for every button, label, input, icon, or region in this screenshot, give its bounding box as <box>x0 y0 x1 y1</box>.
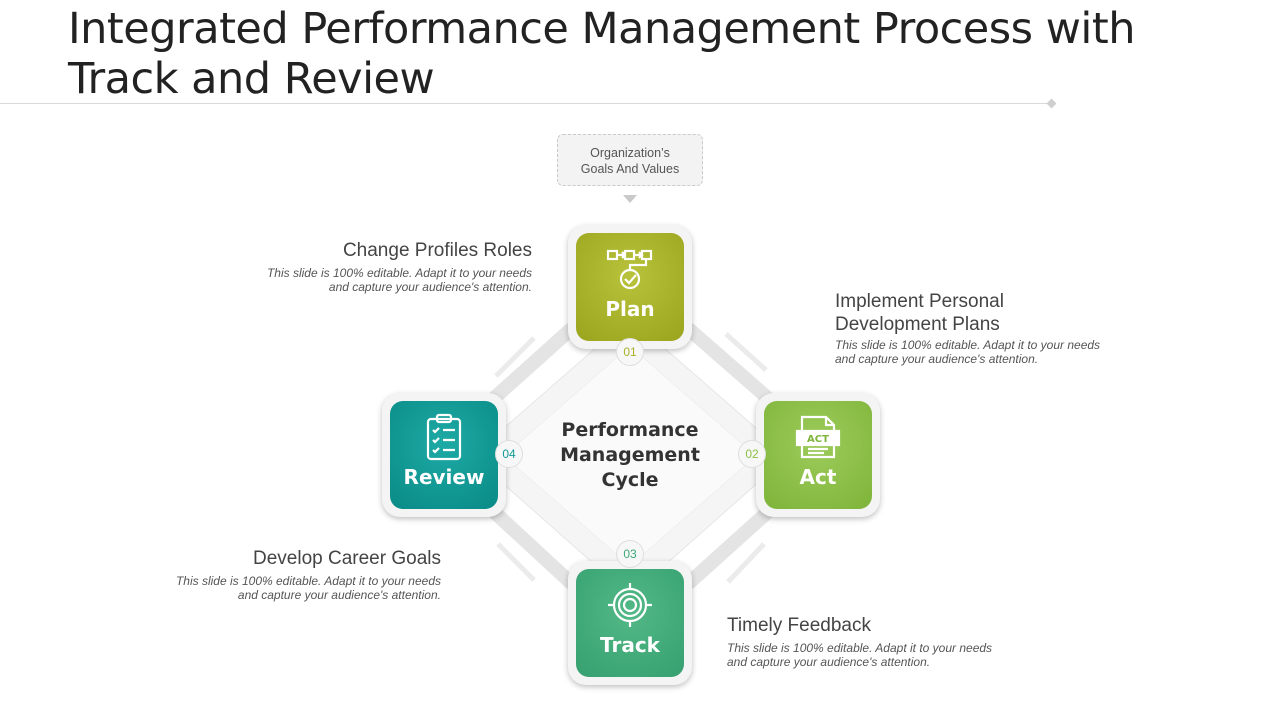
step-number-04: 04 <box>495 440 523 468</box>
text-implement-plans-title-line-1: Implement Personal <box>835 291 1004 312</box>
step-track-label: Track <box>600 633 660 657</box>
target-icon <box>608 583 652 627</box>
text-career-goals-title: Develop Career Goals <box>253 548 441 569</box>
text-career-goals-body: This slide is 100% editable. Adapt it to… <box>141 574 441 602</box>
step-plan: Plan <box>568 225 692 349</box>
step-plan-tile: Plan <box>576 233 684 341</box>
text-implement-plans-body-line-1: This slide is 100% editable. Adapt it to… <box>835 338 1101 352</box>
connector-review-plan <box>485 323 577 407</box>
clipboard-checklist-icon <box>426 413 462 461</box>
text-timely-feedback-title: Timely Feedback <box>727 615 871 636</box>
callout-pointer <box>623 195 637 203</box>
step-number-01: 01 <box>616 338 644 366</box>
arrow-hint-bottom-left <box>496 542 536 582</box>
cycle-center-label: Performance Management Cycle <box>548 418 712 493</box>
text-change-profiles-title: Change Profiles Roles <box>342 240 532 261</box>
text-implement-plans-body: This slide is 100% editable. Adapt it to… <box>835 338 1135 366</box>
workflow-check-icon <box>606 249 653 290</box>
text-timely-feedback-body-line-1: This slide is 100% editable. Adapt it to… <box>727 641 993 655</box>
text-implement-plans-title: Implement Personal Development Plans <box>835 290 1135 336</box>
act-document-icon: ACT <box>795 415 841 459</box>
text-change-profiles-body-line-2: and capture your audience's attention. <box>328 280 532 294</box>
goals-values-callout: Organization’s Goals And Values <box>557 134 703 186</box>
arrow-hint-top-left <box>494 336 536 378</box>
step-act-label: Act <box>799 465 837 489</box>
center-line-1: Performance <box>561 419 699 441</box>
step-act-tile: ACT Act <box>764 401 872 509</box>
connector-track-review <box>485 503 577 589</box>
step-track-tile: Track <box>576 569 684 677</box>
step-track: Track <box>568 561 692 685</box>
step-number-03: 03 <box>616 540 644 568</box>
arrow-hint-top-right <box>724 332 768 372</box>
svg-text:ACT: ACT <box>807 434 829 445</box>
arrow-hint-bottom-right <box>726 542 766 584</box>
step-review: Review <box>382 393 506 517</box>
connector-plan-act <box>683 323 777 407</box>
text-timely-feedback-body-line-2: and capture your audience's attention. <box>727 655 931 669</box>
center-line-3: Cycle <box>601 469 659 491</box>
connector-act-track <box>683 503 777 589</box>
center-line-2: Management <box>560 444 700 466</box>
text-career-goals-body-line-1: This slide is 100% editable. Adapt it to… <box>175 574 441 588</box>
text-change-profiles-body-line-1: This slide is 100% editable. Adapt it to… <box>266 266 532 280</box>
step-review-label: Review <box>403 465 485 489</box>
step-plan-label: Plan <box>605 297 655 321</box>
step-number-02: 02 <box>738 440 766 468</box>
step-review-tile: Review <box>390 401 498 509</box>
title-divider <box>0 103 1052 104</box>
callout-line-2: Goals And Values <box>580 162 680 176</box>
step-act: ACT Act <box>756 393 880 517</box>
text-timely-feedback-body: This slide is 100% editable. Adapt it to… <box>727 641 1027 669</box>
text-implement-plans-title-line-2: Development Plans <box>835 314 1000 335</box>
callout-line-1: Organization’s <box>590 146 670 160</box>
text-career-goals-body-line-2: and capture your audience's attention. <box>237 588 441 602</box>
text-implement-plans-body-line-2: and capture your audience's attention. <box>835 352 1039 366</box>
text-change-profiles-body: This slide is 100% editable. Adapt it to… <box>232 266 532 294</box>
slide-title: Integrated Performance Management Proces… <box>68 4 1135 104</box>
